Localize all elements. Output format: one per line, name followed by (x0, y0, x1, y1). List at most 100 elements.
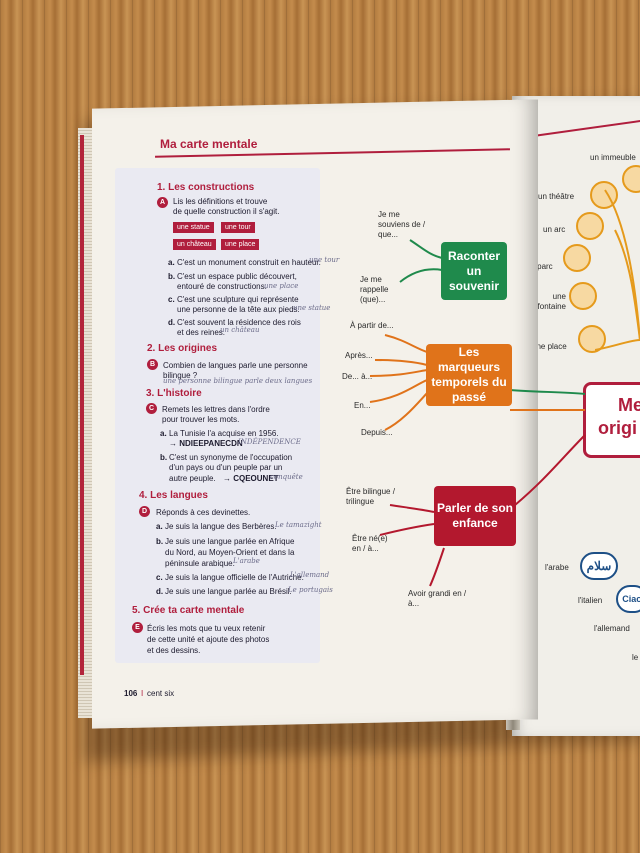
section3-instruction-1: Remets les lettres dans l'ordre (162, 405, 270, 414)
s3b-line2: d'un pays ou d'un peuple par un (169, 463, 283, 472)
s4a-letter: a. (156, 522, 163, 531)
s1c-answer: une statue (293, 304, 331, 312)
s1c-line1: C'est une sculpture qui représente (177, 295, 299, 304)
exercise-panel (115, 168, 320, 663)
lang-italian: l'italien (578, 596, 603, 605)
red-box: Parler de son enfance (434, 486, 516, 546)
central-title-box: Me origi (583, 382, 640, 458)
s1a-answer: une tour (309, 256, 340, 264)
orange-box: Les marqueurs temporels du passé (426, 344, 512, 406)
s3b-line3: autre peuple. (169, 474, 216, 483)
orange-label-3: De... à... (342, 372, 373, 381)
s1c-line2: une personne de la tête aux pieds. (177, 305, 300, 314)
section3-instruction-2: pour trouver les mots. (162, 415, 240, 424)
right-item-parc: un parc (526, 262, 553, 271)
chip-tour: une tour (221, 222, 255, 233)
arc-icon (576, 212, 604, 240)
section2-title: 2. Les origines (147, 343, 218, 354)
section5-line1: Écris les mots que tu veux retenir (147, 624, 266, 633)
s3b-line1: C'est un synonyme de l'occupation (169, 453, 293, 462)
section5-line2: de cette unité et ajoute des photos (147, 635, 270, 644)
s4d-letter: d. (156, 587, 164, 596)
footer-separator: I (141, 689, 144, 698)
s4a-line1: Je suis la langue des Berbères. (165, 522, 277, 531)
page-header: Ma carte mentale (160, 137, 258, 151)
red-label-2: Être né(e) en / à... (352, 534, 388, 553)
orange-label-2: Après... (345, 351, 373, 360)
lang-more: le (632, 653, 639, 662)
green-label-2: Je me rappelle (que)... (360, 275, 389, 304)
section5-title: 5. Crée ta carte mentale (132, 605, 245, 616)
central-connectors (509, 389, 586, 506)
s3a-line1: La Tunisie l'a acquise en 1956. (169, 429, 279, 438)
red-label-3: Avoir grandi en / à... (408, 589, 467, 608)
chip-statue: une statue (173, 222, 214, 233)
section1-instruction-1: Lis les définitions et trouve (173, 197, 268, 206)
ciao-pill: Ciao (616, 585, 640, 613)
s1d-answer: un château (220, 326, 260, 334)
s1d-letter: d. (168, 318, 176, 327)
s1d-line2: et des reines. (177, 328, 226, 337)
s4b-line3: péninsule arabique. (165, 559, 235, 568)
section3-title: 3. L'histoire (146, 388, 202, 399)
s3a-answer: INDÉPENDENCE (238, 438, 301, 446)
red-label-1: Être bilingue / trilingue (346, 487, 395, 506)
s3b-code: → CQEOUNET (223, 474, 279, 483)
right-item-arc: un arc (543, 225, 566, 234)
s1a-letter: a. (168, 258, 175, 267)
s1b-line2: entouré de constructions. (177, 282, 267, 291)
lang-german: l'allemand (594, 624, 630, 633)
section2-line1: Combien de langues parle une personne (163, 361, 308, 370)
section3-badge: C (146, 403, 157, 414)
section1-title: 1. Les constructions (157, 182, 255, 193)
s1a-line1: C'est un monument construit en hauteur. (177, 258, 321, 267)
s3a-letter: a. (160, 429, 167, 438)
s4d-answer: Le portugais (288, 586, 333, 594)
page-number-words: cent six (147, 689, 175, 698)
right-branch-lines (595, 189, 640, 351)
building-icon (622, 165, 640, 193)
central-title-line2: origi (598, 418, 637, 438)
s3b-answer: conquête (270, 473, 303, 481)
arabic-greeting-pill: سلام (580, 552, 618, 580)
s3b-letter: b. (160, 453, 168, 462)
s4b-line1: Je suis une langue parlée en Afrique (165, 537, 295, 546)
section2-answer: une personne bilingue parle deux langues (163, 377, 313, 385)
orange-label-1: À partir de... (350, 321, 394, 330)
right-item-theatre: un théâtre (538, 192, 575, 201)
red-edge-marker (80, 135, 84, 675)
s3a-code: → NDIEEPANECDN (169, 439, 243, 448)
lang-arabic: l'arabe (545, 563, 569, 572)
section1-instruction-2: de quelle construction il s'agit. (173, 207, 280, 216)
section4-badge: D (139, 506, 150, 517)
park-icon (563, 244, 591, 272)
mindmap-connectors (369, 239, 445, 587)
page-number: 106 (124, 689, 138, 698)
section2-line2: bilingue ? (163, 371, 198, 380)
s4c-letter: c. (156, 573, 163, 582)
s4a-answer: Le tamazight (275, 521, 322, 529)
section2-badge: B (147, 359, 158, 370)
section4-instruction: Réponds à ces devinettes. (156, 508, 251, 517)
s4c-answer: L'allemand (290, 571, 330, 579)
s1b-letter: b. (168, 272, 176, 281)
orange-label-4: En... (354, 401, 371, 410)
s4c-line1: Je suis la langue officielle de l'Autric… (165, 573, 304, 582)
s4b-letter: b. (156, 537, 164, 546)
right-item-place: une place (532, 342, 567, 351)
green-label-1: Je me souviens de / que... (378, 210, 426, 239)
green-box: Raconter un souvenir (441, 242, 507, 300)
section5-badge: E (132, 622, 143, 633)
right-header-label: un immeuble (590, 153, 636, 162)
right-item-fontaine: une fontaine (537, 292, 566, 311)
s1c-letter: c. (168, 295, 175, 304)
s4b-line2: du Nord, au Moyen-Orient et dans la (165, 548, 295, 557)
fountain-icon (569, 282, 597, 310)
s4d-line1: Je suis une langue parlée au Brésil. (165, 587, 292, 596)
section1-badge: A (157, 197, 168, 208)
s1b-answer: une place (264, 282, 299, 290)
s1d-line1: C'est souvent la résidence des rois (177, 318, 301, 327)
chip-chateau: un château (173, 239, 216, 250)
section5-line3: et des dessins. (147, 646, 201, 655)
s1b-line1: C'est un espace public découvert, (177, 272, 297, 281)
